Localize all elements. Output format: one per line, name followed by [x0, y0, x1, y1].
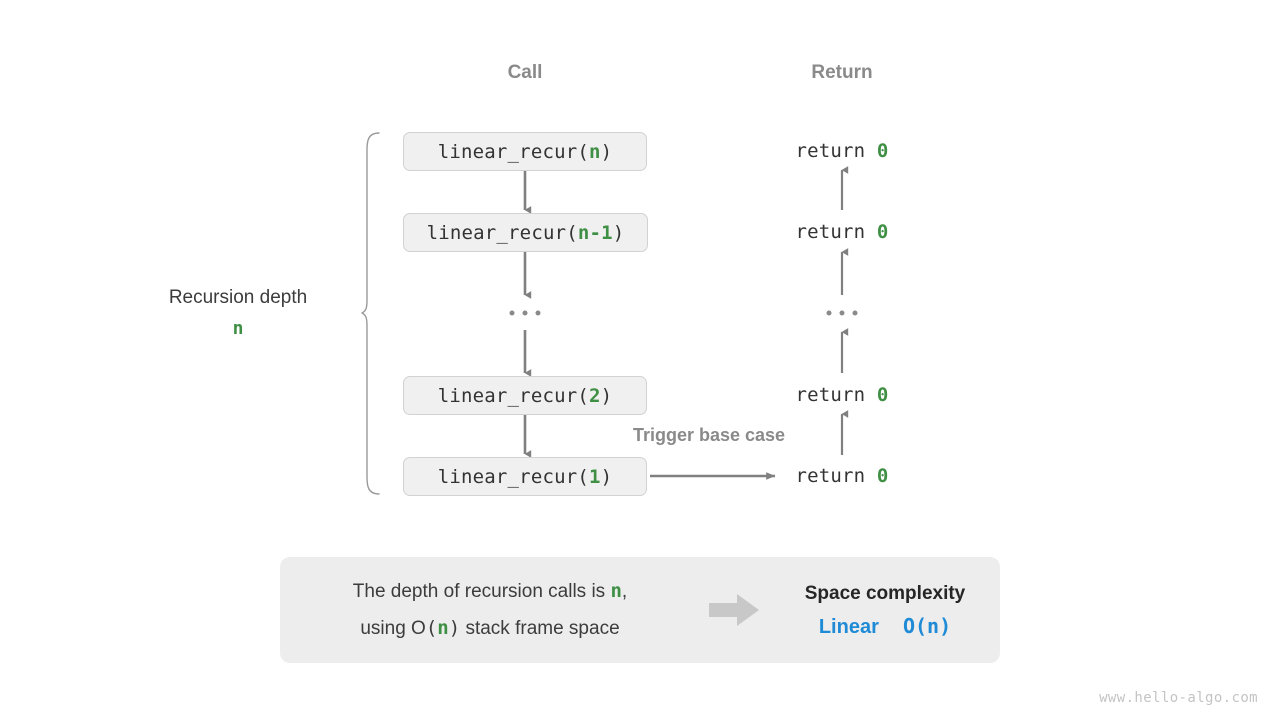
call-frame-function: linear_recur(	[437, 384, 590, 407]
call-frame-box: linear_recur(n-1)	[403, 213, 648, 252]
summary-line-1-after: ,	[621, 581, 628, 602]
summary-line-2-before: using O	[360, 618, 426, 639]
call-frame-argument: n	[589, 140, 601, 163]
call-frame-paren-close: )	[600, 465, 613, 488]
recursion-depth-label: Recursion depth n	[169, 285, 307, 339]
call-frame-box: linear_recur(2)	[403, 376, 647, 415]
return-keyword: return	[795, 384, 877, 406]
return-value: 0	[876, 140, 889, 162]
return-statement: return 0	[795, 465, 888, 487]
summary-description: The depth of recursion calls is n, using…	[280, 573, 700, 647]
call-frame-box: linear_recur(n)	[403, 132, 647, 171]
trigger-base-case-label: Trigger base case	[632, 425, 786, 445]
summary-line-2-paren-open: (	[425, 617, 438, 639]
call-frame-argument: 1	[589, 465, 601, 488]
summary-line-1-variable: n	[610, 580, 622, 602]
space-complexity-notation: O(n)	[902, 613, 952, 638]
call-ellipsis	[509, 310, 541, 316]
return-keyword: return	[795, 465, 877, 487]
summary-line-2: using O(n) stack frame space	[280, 610, 700, 647]
call-frame-paren-close: )	[600, 384, 613, 407]
summary-line-1-before: The depth of recursion calls is	[352, 581, 611, 602]
space-complexity-title: Space complexity	[804, 582, 966, 604]
summary-line-2-paren-close: )	[448, 617, 461, 639]
summary-line-2-after: stack frame space	[460, 618, 620, 639]
call-frame-box: linear_recur(1)	[403, 457, 647, 496]
return-ellipsis	[826, 310, 858, 316]
return-statement: return 0	[795, 140, 888, 162]
return-keyword: return	[795, 221, 877, 243]
call-frame-argument: 2	[589, 384, 601, 407]
return-statement: return 0	[795, 384, 888, 406]
return-statement: return 0	[795, 221, 888, 243]
return-value: 0	[876, 465, 889, 487]
call-frame-function: linear_recur(	[426, 221, 578, 244]
call-frame-paren-close: )	[600, 140, 613, 163]
recursion-depth-variable: n	[232, 318, 244, 339]
call-frame-argument: n-1	[577, 221, 613, 244]
column-header-return: Return	[811, 62, 873, 83]
return-keyword: return	[795, 140, 877, 162]
return-value: 0	[876, 221, 889, 243]
column-header-call: Call	[507, 62, 543, 83]
call-frame-function: linear_recur(	[437, 140, 590, 163]
watermark: www.hello-algo.com	[1099, 690, 1258, 706]
call-frame-paren-close: )	[612, 221, 625, 244]
summary-result: Space complexity Linear O(n)	[770, 578, 1000, 643]
recursion-depth-title: Recursion depth	[168, 287, 308, 308]
space-complexity-word: Linear	[818, 615, 879, 638]
summary-implies-arrow-icon	[700, 592, 770, 628]
summary-line-2-variable: n	[437, 617, 449, 639]
call-frame-function: linear_recur(	[437, 465, 590, 488]
space-complexity-value: Linear O(n)	[770, 610, 1000, 643]
summary-line-1: The depth of recursion calls is n,	[280, 573, 700, 610]
return-value: 0	[876, 384, 889, 406]
recursion-depth-brace	[361, 132, 380, 495]
summary-panel: The depth of recursion calls is n, using…	[280, 557, 1000, 663]
